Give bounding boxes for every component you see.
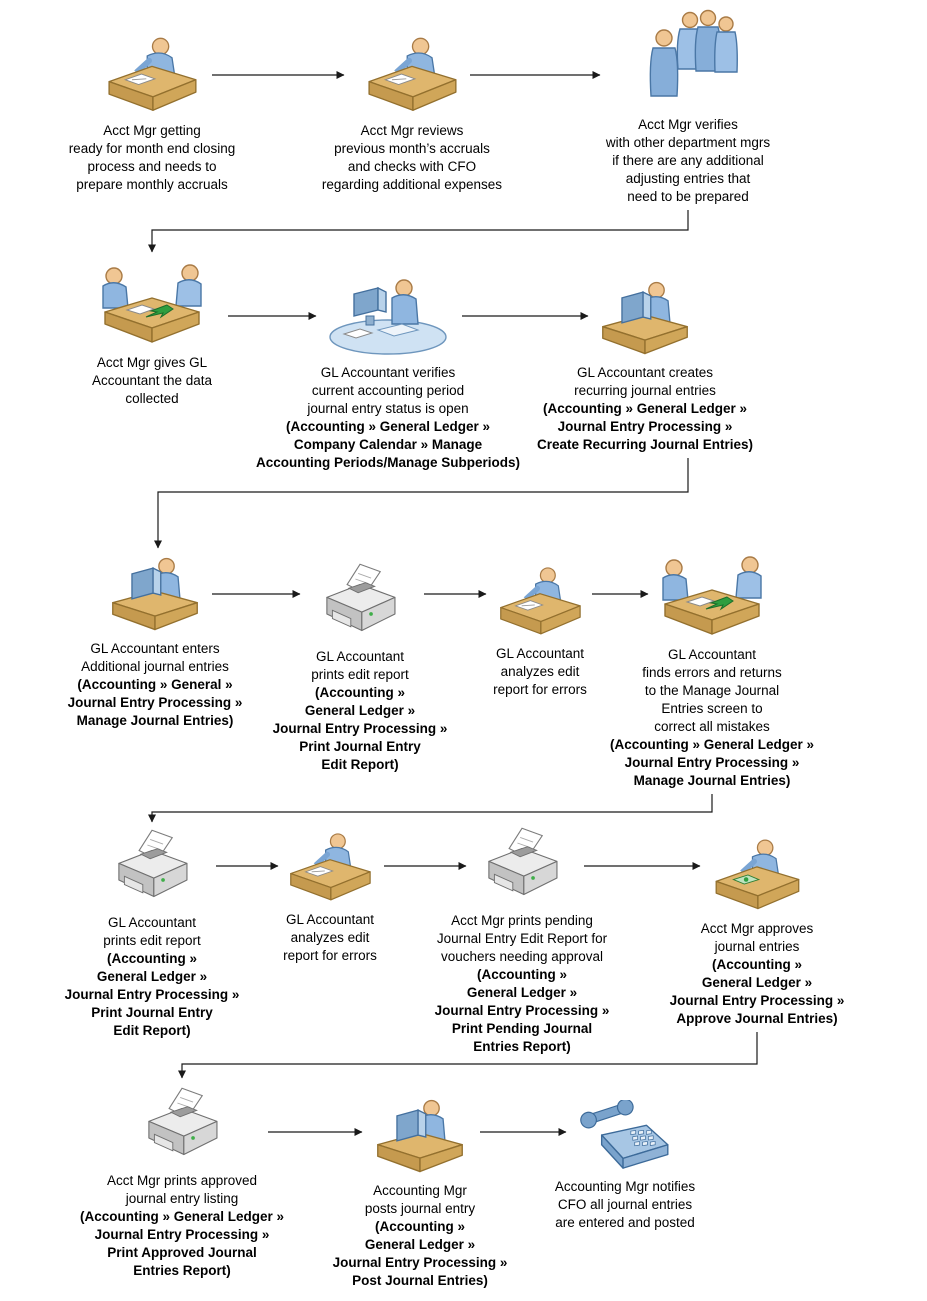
flow-step-6: GL Accountant creates recurring journal … bbox=[475, 280, 815, 454]
step-12-label: GL Accountant analyzes edit report for e… bbox=[283, 911, 377, 965]
step-text: Acct Mgr prints pending Journal Entry Ed… bbox=[436, 913, 608, 964]
step-text: Acct Mgr reviews previous month’s accrua… bbox=[321, 123, 503, 192]
step-text: Acct Mgr getting ready for month end clo… bbox=[68, 123, 236, 192]
step-3-label: Acct Mgr verifies with other department … bbox=[606, 116, 770, 206]
flow-step-14: Acct Mgr approves journal entries (Accou… bbox=[587, 836, 927, 1028]
flow-step-16: Accounting Mgr posts journal entry (Acco… bbox=[250, 1098, 590, 1290]
person-computer-icon bbox=[372, 1098, 468, 1176]
step-menu-path: (Accounting » General Ledger » Journal E… bbox=[669, 957, 845, 1026]
printer-icon bbox=[476, 826, 568, 906]
step-17-label: Accounting Mgr notifies CFO all journal … bbox=[555, 1178, 695, 1232]
flow-step-2: Acct Mgr reviews previous month’s accrua… bbox=[242, 34, 582, 194]
person-at-desk-icon bbox=[104, 34, 200, 116]
step-text: Acct Mgr approves journal entries bbox=[700, 921, 814, 954]
step-14-label: Acct Mgr approves journal entries (Accou… bbox=[670, 920, 845, 1028]
flow-step-1: Acct Mgr getting ready for month end clo… bbox=[0, 34, 322, 194]
step-text: GL Accountant finds errors and returns t… bbox=[642, 647, 782, 734]
flow-step-10: GL Accountant finds errors and returns t… bbox=[542, 552, 882, 790]
approve-desk-icon bbox=[709, 836, 805, 914]
step-text: GL Accountant prints edit report bbox=[311, 649, 409, 682]
step-menu-path: (Accounting » General Ledger » Journal E… bbox=[272, 685, 448, 772]
people-group-icon bbox=[638, 8, 738, 110]
step-menu-path: (Accounting » General » Journal Entry Pr… bbox=[67, 677, 243, 728]
telephone-icon bbox=[575, 1100, 675, 1172]
step-menu-path: (Accounting » General Ledger » Journal E… bbox=[434, 967, 610, 1054]
step-10-label: GL Accountant finds errors and returns t… bbox=[610, 646, 814, 790]
step-text: GL Accountant analyzes edit report for e… bbox=[493, 646, 587, 697]
step-menu-path: (Accounting » General Ledger » Journal E… bbox=[332, 1219, 508, 1288]
handoff-desk-icon bbox=[657, 552, 767, 640]
step-menu-path: (Accounting » General Ledger » Journal E… bbox=[79, 1209, 285, 1278]
step-text: GL Accountant analyzes edit report for e… bbox=[283, 912, 377, 963]
step-menu-path: (Accounting » General Ledger » Journal E… bbox=[609, 737, 815, 788]
flow-step-11: GL Accountant prints edit report (Accoun… bbox=[0, 828, 322, 1040]
step-1-label: Acct Mgr getting ready for month end clo… bbox=[69, 122, 236, 194]
arrow-step10-step11 bbox=[148, 794, 713, 823]
step-text: Acct Mgr verifies with other department … bbox=[605, 117, 771, 204]
step-text: GL Accountant creates recurring journal … bbox=[574, 365, 716, 398]
step-text: GL Accountant prints edit report bbox=[103, 915, 201, 948]
step-8-label: GL Accountant prints edit report (Accoun… bbox=[273, 648, 448, 774]
person-computer-icon bbox=[597, 280, 693, 358]
flow-step-8: GL Accountant prints edit report (Accoun… bbox=[190, 562, 530, 774]
step-16-label: Accounting Mgr posts journal entry (Acco… bbox=[333, 1182, 508, 1290]
step-2-label: Acct Mgr reviews previous month’s accrua… bbox=[322, 122, 502, 194]
flow-step-7: GL Accountant enters Additional journal … bbox=[0, 556, 325, 730]
flow-step-12: GL Accountant analyzes edit report for e… bbox=[160, 830, 500, 965]
person-computer-icon bbox=[107, 556, 203, 634]
computer-workstation-icon bbox=[326, 276, 450, 358]
step-4-label: Acct Mgr gives GL Accountant the data co… bbox=[92, 354, 212, 408]
step-text: Acct Mgr prints approved journal entry l… bbox=[106, 1173, 258, 1206]
step-text: GL Accountant enters Additional journal … bbox=[81, 641, 229, 674]
step-13-label: Acct Mgr prints pending Journal Entry Ed… bbox=[435, 912, 610, 1056]
flow-step-15: Acct Mgr prints approved journal entry l… bbox=[12, 1086, 352, 1280]
step-15-label: Acct Mgr prints approved journal entry l… bbox=[80, 1172, 284, 1280]
step-text: GL Accountant verifies current accountin… bbox=[307, 365, 469, 416]
step-11-label: GL Accountant prints edit report (Accoun… bbox=[65, 914, 240, 1040]
flow-step-17: Accounting Mgr notifies CFO all journal … bbox=[455, 1100, 795, 1232]
step-menu-path: (Accounting » General Ledger » Journal E… bbox=[536, 401, 754, 452]
step-6-label: GL Accountant creates recurring journal … bbox=[537, 364, 753, 454]
printer-icon bbox=[136, 1086, 228, 1166]
step-menu-path: (Accounting » General Ledger » Journal E… bbox=[64, 951, 240, 1038]
person-at-desk-icon bbox=[364, 34, 460, 116]
step-7-label: GL Accountant enters Additional journal … bbox=[68, 640, 243, 730]
step-9-label: GL Accountant analyzes edit report for e… bbox=[493, 645, 587, 699]
step-text: Accounting Mgr posts journal entry bbox=[364, 1183, 476, 1216]
arrow-step3-step4 bbox=[148, 210, 689, 253]
step-text: Acct Mgr gives GL Accountant the data co… bbox=[91, 355, 213, 406]
flow-step-4: Acct Mgr gives GL Accountant the data co… bbox=[0, 260, 322, 408]
flow-step-3: Acct Mgr verifies with other department … bbox=[518, 8, 858, 206]
step-text: Accounting Mgr notifies CFO all journal … bbox=[554, 1179, 696, 1230]
handoff-desk-icon bbox=[97, 260, 207, 348]
flow-step-9: GL Accountant analyzes edit report for e… bbox=[370, 564, 710, 699]
